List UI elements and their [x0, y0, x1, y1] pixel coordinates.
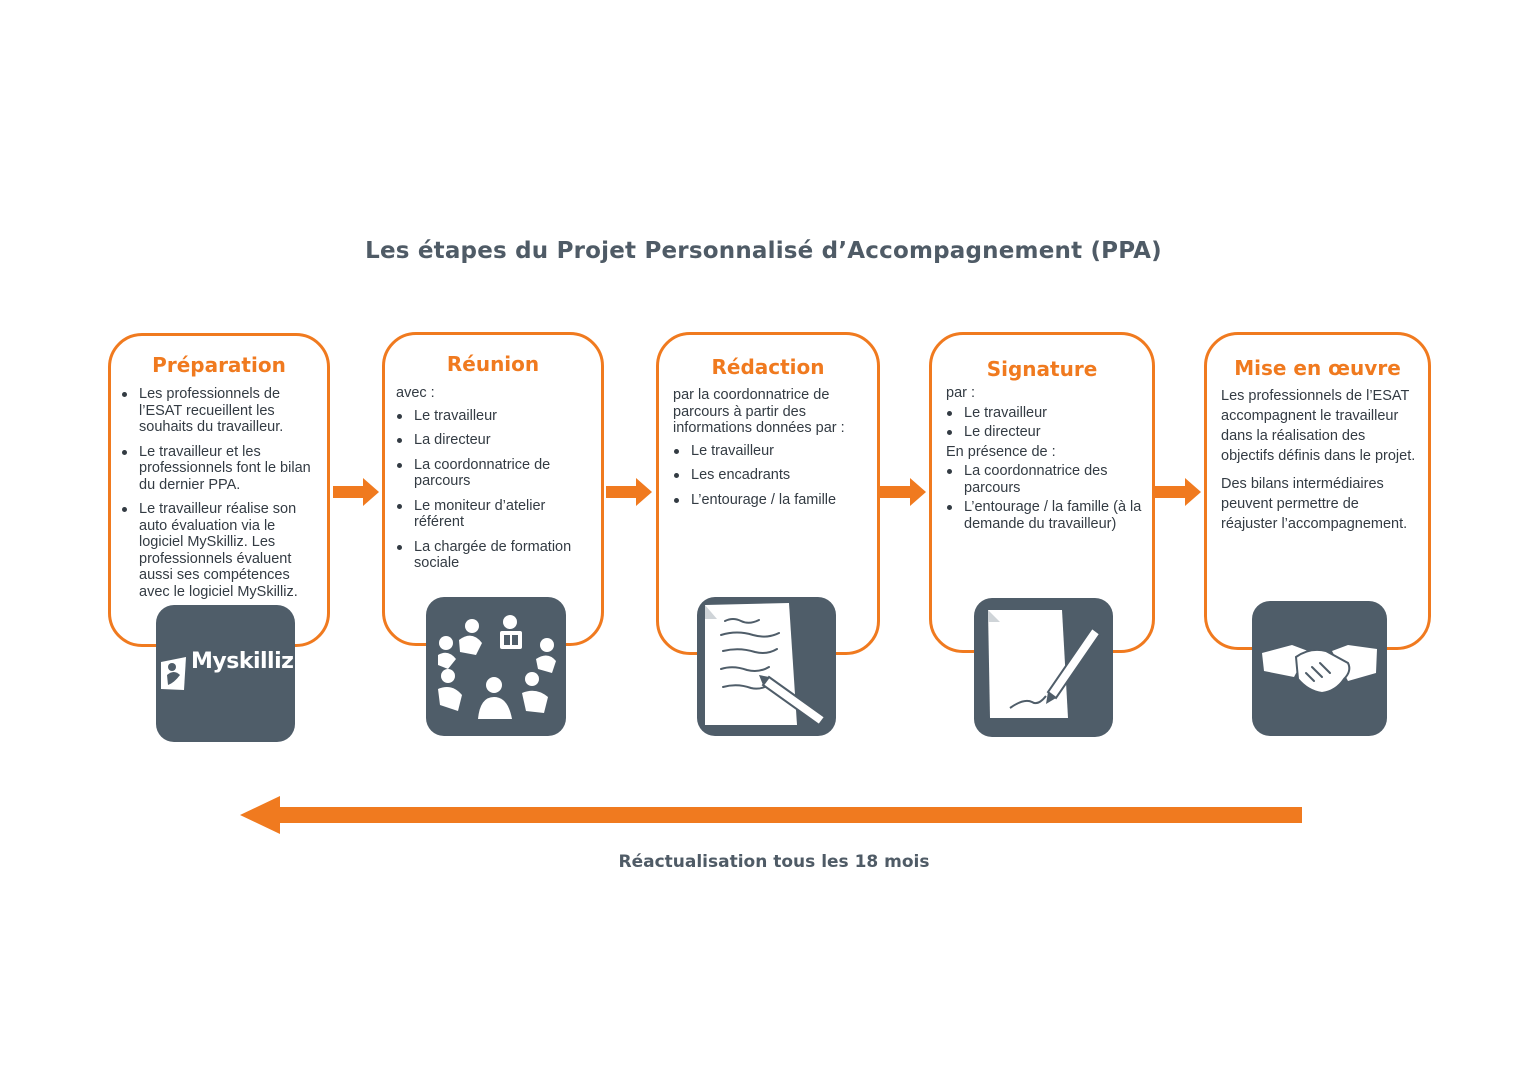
step-paragraph: Les professionnels de l’ESAT accompagnen… [1221, 388, 1416, 464]
bullet-list: Le travailleur Les encadrants L’entourag… [673, 443, 873, 509]
arrow-left-icon [240, 796, 1302, 834]
step-paragraph: Des bilans intermédiaires peuvent permet… [1221, 476, 1408, 532]
list-item: La chargée de formation sociale [396, 539, 596, 572]
arrow-right-icon [1155, 478, 1201, 506]
step-card-redaction: Rédaction par la coordonnatrice de parco… [656, 332, 880, 655]
writing-icon [697, 597, 836, 736]
bullet-list: Le travailleur La directeur La coordonna… [396, 408, 596, 572]
bullet-list-secondary: La coordonnatrice des parcours L’entoura… [946, 463, 1146, 532]
list-item: L’entourage / la famille [673, 492, 873, 509]
bullet-list: Les professionnels de l’ESAT recueillent… [121, 386, 321, 600]
step-title: Mise en œuvre [1234, 356, 1401, 380]
cycle-caption: Réactualisation tous les 18 mois [618, 852, 930, 872]
list-item: Les encadrants [673, 467, 873, 484]
arrow-right-icon [880, 478, 926, 506]
step-intro-secondary: En présence de : [946, 443, 1056, 460]
step-body: par la coordonnatrice de parcours à part… [673, 387, 873, 508]
arrow-right-icon [333, 478, 379, 506]
page-title: Les étapes du Projet Personnalisé d’Acco… [365, 238, 1162, 264]
meeting-icon [426, 597, 566, 736]
step-card-preparation: Préparation Les professionnels de l’ESAT… [108, 333, 330, 647]
list-item: L’entourage / la famille (à la demande d… [946, 499, 1146, 532]
list-item: Les professionnels de l’ESAT recueillent… [121, 386, 321, 436]
list-item: Le moniteur d’atelier référent [396, 498, 596, 531]
step-body: Les professionnels de l’ESAT accompagnen… [1221, 386, 1417, 534]
step-intro: par : [946, 385, 976, 401]
step-card-signature: Signature par : Le travailleur Le direct… [929, 332, 1155, 653]
step-intro: par la coordonnatrice de parcours à part… [673, 387, 845, 436]
step-title: Signature [986, 357, 1098, 381]
myskilliz-logo: Myskilliz [156, 605, 295, 742]
step-card-mise-en-oeuvre: Mise en œuvre Les professionnels de l’ES… [1204, 332, 1431, 650]
list-item: Le travailleur [946, 405, 1146, 422]
list-item: Le travailleur [673, 443, 873, 460]
bullet-list: Le travailleur Le directeur [946, 405, 1146, 441]
step-card-reunion: Réunion avec : Le travailleur La directe… [382, 332, 604, 646]
step-title: Préparation [152, 353, 286, 377]
handshake-icon [1252, 601, 1387, 736]
list-item: Le travailleur et les professionnels fon… [121, 444, 321, 494]
arrow-right-icon [606, 478, 652, 506]
step-body: par : Le travailleur Le directeur En pré… [946, 385, 1146, 532]
list-item: Le directeur [946, 424, 1146, 441]
list-item: La coordonnatrice des parcours [946, 463, 1146, 496]
step-title: Réunion [446, 352, 540, 376]
list-item: Le travailleur [396, 408, 596, 425]
list-item: La coordonnatrice de parcours [396, 457, 596, 490]
signature-icon [974, 598, 1113, 737]
step-intro: avec : [396, 385, 435, 401]
list-item: Le travailleur réalise son auto évaluati… [121, 501, 321, 600]
step-body: Les professionnels de l’ESAT recueillent… [121, 386, 321, 600]
list-item: La directeur [396, 432, 596, 449]
logo-text: Myskilliz [191, 649, 294, 674]
step-title: Rédaction [711, 355, 825, 379]
step-body: avec : Le travailleur La directeur La co… [396, 385, 596, 572]
